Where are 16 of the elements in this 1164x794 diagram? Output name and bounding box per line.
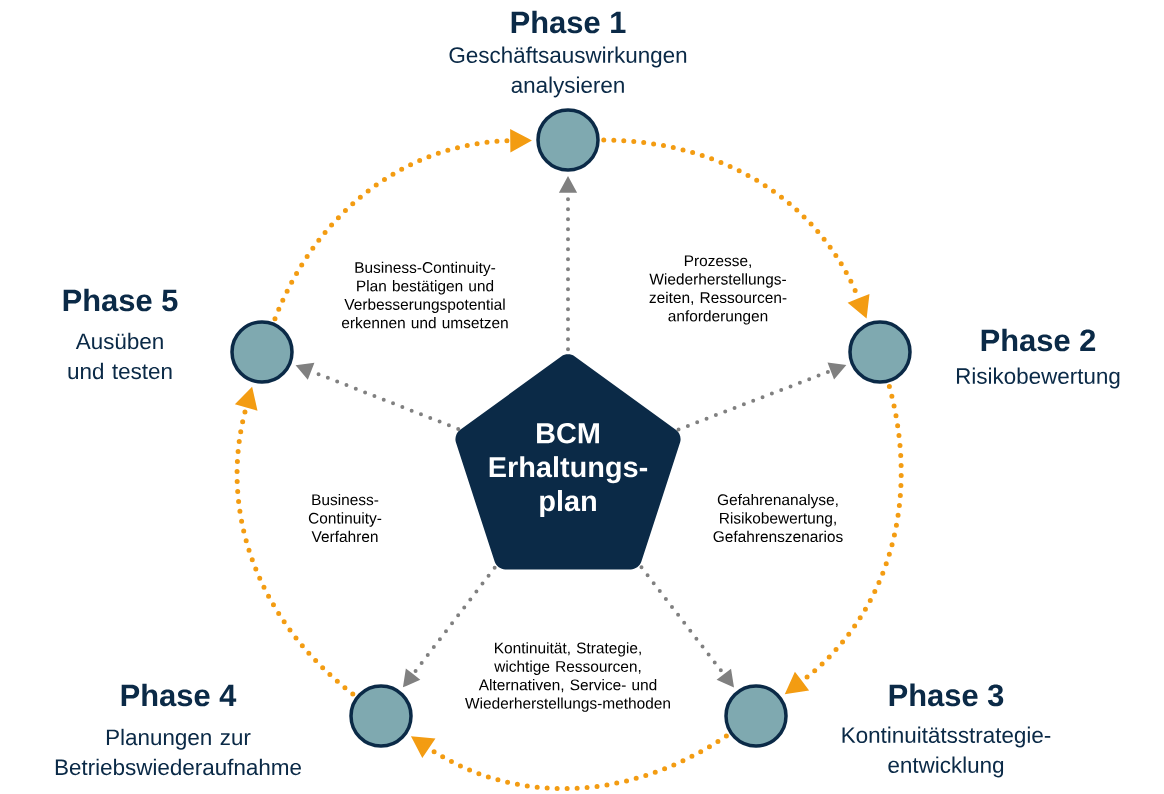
- node-label: Ausüben und testen: [68, 332, 172, 380]
- node-label: Phase 1: [511, 10, 626, 34]
- node-label: Phase 2: [981, 328, 1096, 352]
- note-text: Gefahrenanalyse, Risikobewertung, Gefahrenszenarios: [713, 493, 843, 543]
- node-label: Phase 5: [63, 288, 178, 312]
- note-text: Business-Continuity-Plan bestätigen und Verbesserungspotential erkennen und umsetzen: [341, 261, 508, 329]
- node-label: Geschäftsauswirkungen analysieren: [449, 46, 687, 98]
- note-text: Prozesse, Wiederherstellungs-zeiten, Ressourcen-anforderungen: [649, 255, 787, 325]
- note-text: Kontinuität, Strategie, wichtige Ressourcen, Alternativen, Service- und Wiederherstellungs-methoden: [465, 642, 670, 712]
- node-label: Risikobewertung: [956, 367, 1120, 389]
- node-label: Phase 4: [121, 683, 237, 707]
- node-label: Planungen zur Betriebswiederaufnahme: [55, 728, 301, 776]
- note-text: Business-Continuity-Verfahren: [308, 493, 382, 543]
- node-label: Phase 3: [889, 683, 1004, 707]
- center-pentagon: BCM Erhaltungs-plan: [455, 354, 681, 570]
- node-label: Kontinuitätsstrategie-entwicklung: [842, 726, 1051, 778]
